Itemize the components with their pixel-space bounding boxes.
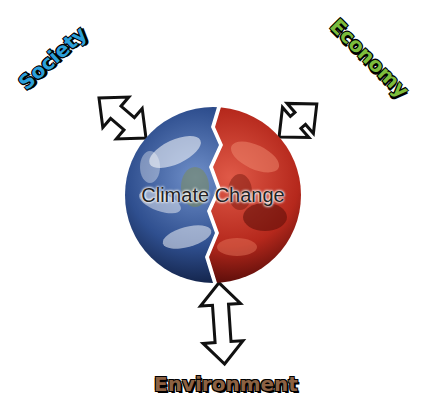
topic-label: Environment [151, 370, 301, 398]
topic-text: Economy [321, 10, 417, 106]
topic-text: Society [10, 18, 95, 98]
double-arrow [201, 283, 244, 364]
double-arrow [279, 103, 317, 137]
globe-node: Climate Change [125, 107, 301, 283]
topic-label: Economy [321, 10, 417, 106]
topic-text: Environment [151, 370, 301, 398]
double-arrow [99, 97, 146, 139]
topic-label: Society [10, 18, 95, 98]
node-title: Climate Change [141, 184, 284, 207]
